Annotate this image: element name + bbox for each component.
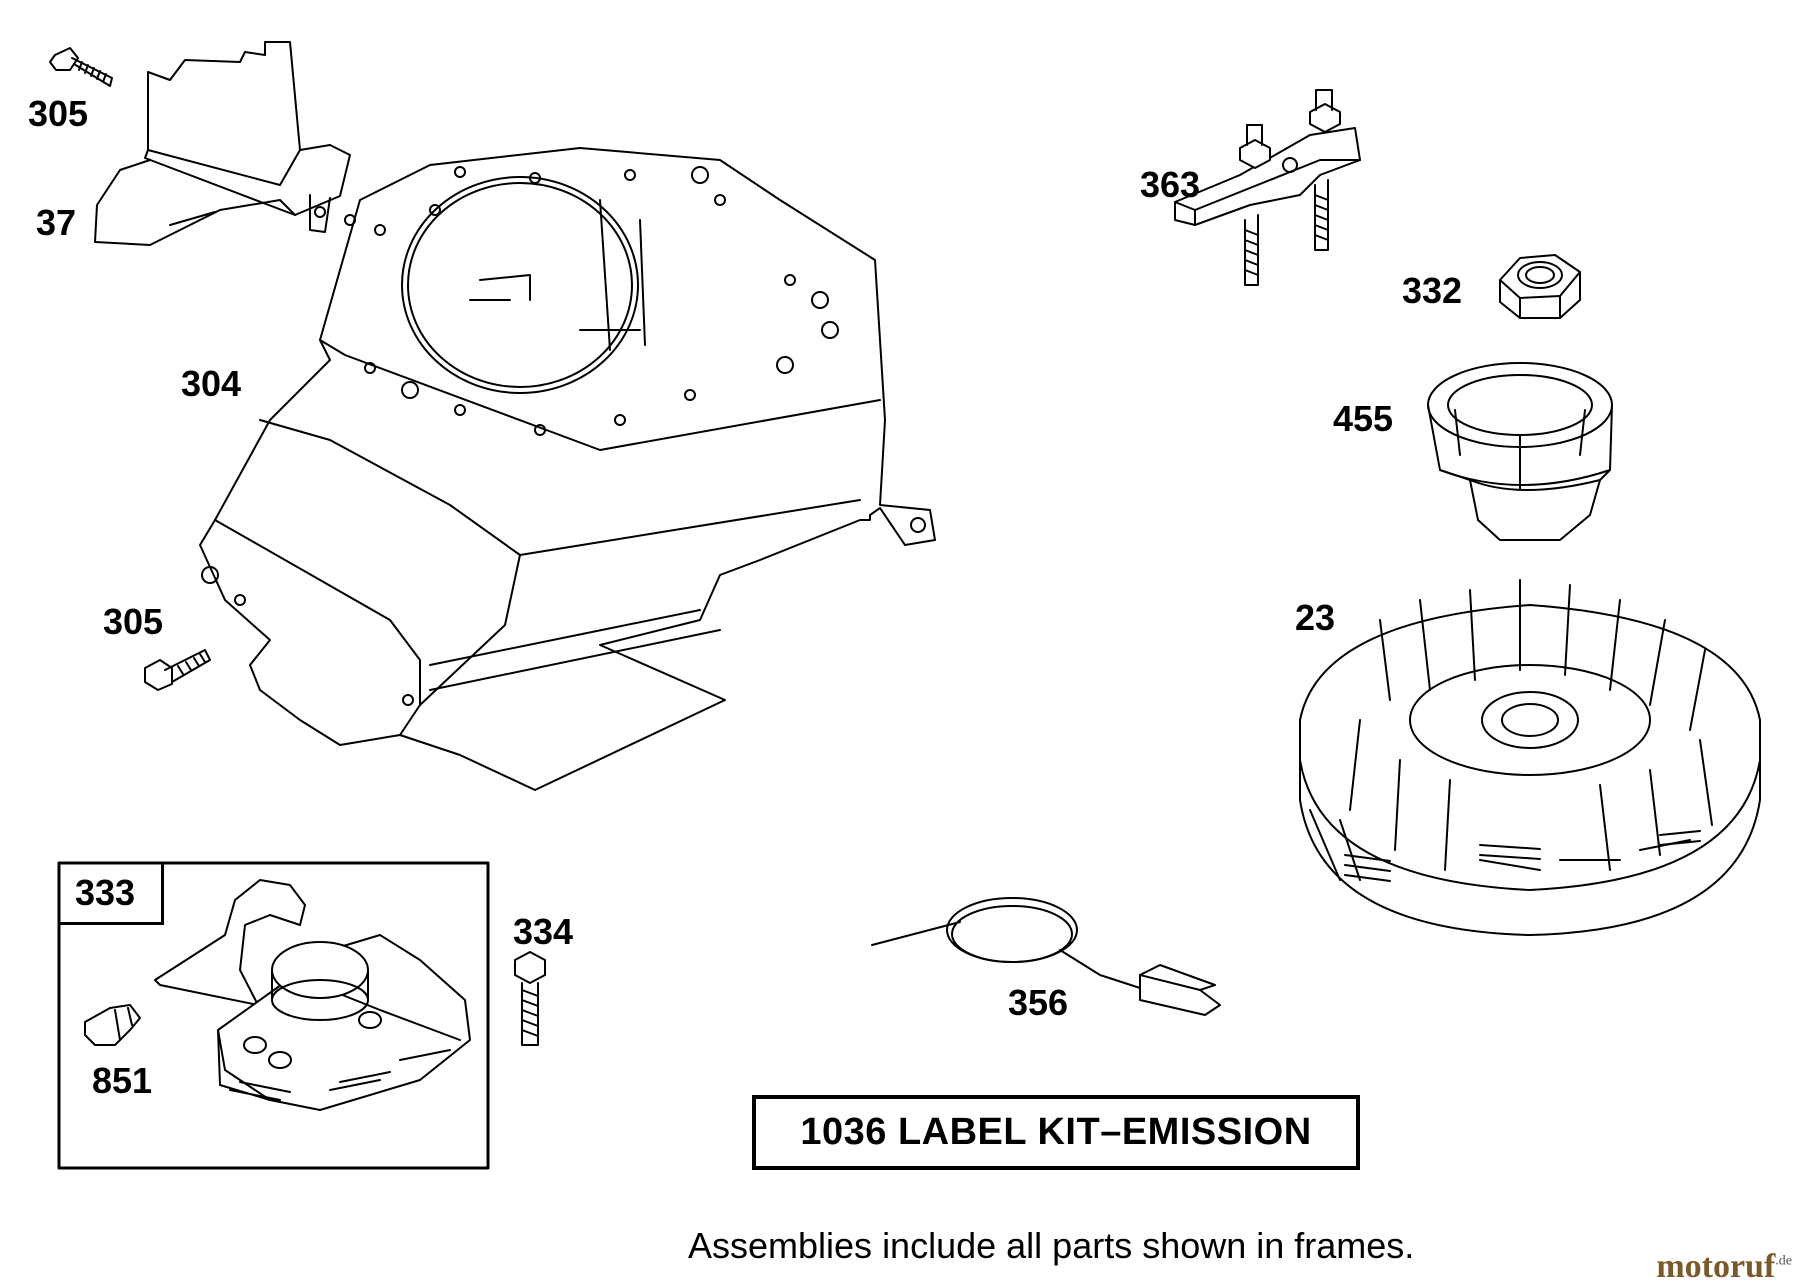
label-37: 37: [36, 202, 77, 243]
screw-334: [514, 951, 546, 1046]
watermark: motoruf.de: [1656, 1248, 1792, 1286]
label-kit-text: 1036 LABEL KIT–EMISSION: [800, 1111, 1312, 1153]
watermark-suffix: .de: [1775, 1253, 1792, 1269]
nut-332: [1499, 254, 1581, 319]
label-23: 23: [1295, 597, 1336, 638]
label-851: 851: [92, 1060, 153, 1101]
label-305-top: 305: [28, 93, 89, 134]
bracket-363: [1174, 89, 1361, 286]
bolt-305-mid: [144, 649, 211, 691]
label-kit-box: 1036 LABEL KIT–EMISSION: [752, 1095, 1360, 1170]
label-304: 304: [181, 363, 242, 404]
blower-housing-304: [199, 147, 936, 791]
frame-333-tag: 333: [59, 863, 164, 925]
ignition-coil-333: [154, 879, 471, 1111]
wire-356: [871, 897, 1221, 1016]
bolt-305-top: [49, 47, 113, 87]
label-455: 455: [1333, 398, 1394, 439]
watermark-brand: motoruf: [1656, 1248, 1776, 1285]
label-334: 334: [513, 911, 574, 952]
cup-455: [1427, 362, 1613, 541]
connector-851: [84, 1004, 141, 1046]
frame-333: [57, 861, 490, 1170]
assemblies-note: Assemblies include all parts shown in fr…: [688, 1225, 1415, 1266]
label-363: 363: [1140, 164, 1201, 205]
air-guide-37: [94, 41, 351, 246]
label-356: 356: [1008, 982, 1069, 1023]
label-332: 332: [1402, 270, 1463, 311]
label-333: 333: [75, 872, 136, 913]
label-305-mid: 305: [103, 601, 164, 642]
flywheel-23: [1299, 579, 1761, 936]
